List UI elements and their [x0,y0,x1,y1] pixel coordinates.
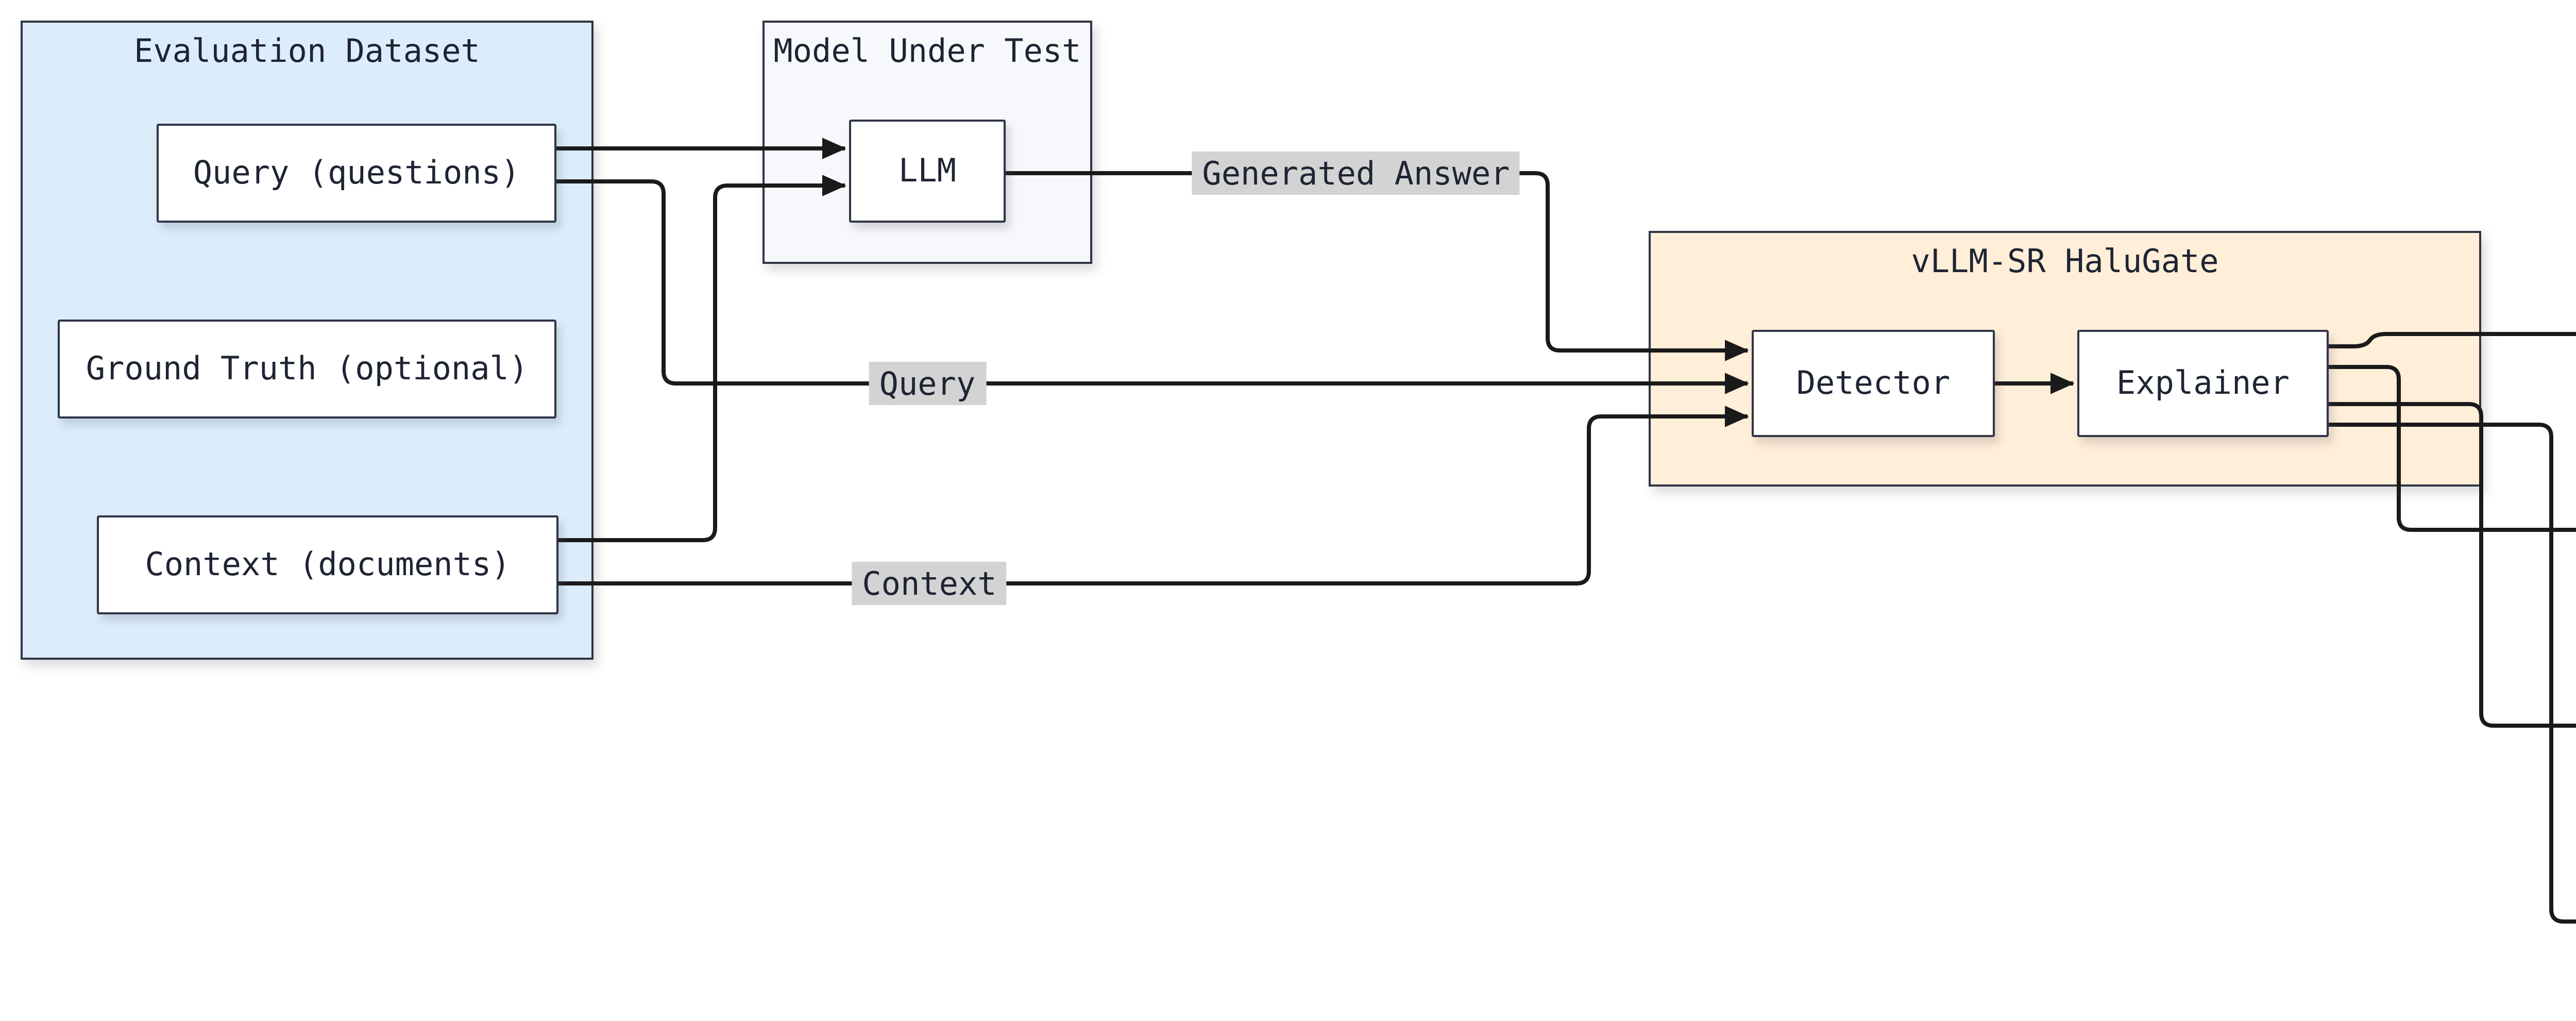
edge-query-to-detector [556,179,1749,394]
edge-llm-to-detector [1006,171,1749,361]
node-context: Context (documents) [97,515,558,614]
edge-label-generated-answer: Generated Answer [1192,152,1520,195]
node-llm: LLM [849,120,1006,223]
edge-explainer-to-hallucination-rate [2329,332,2576,348]
node-query: Query (questions) [157,124,556,223]
edge-explainer-to-contradiction [2329,365,2576,532]
node-explainer: Explainer [2077,330,2329,437]
edge-explainer-to-per-span [2329,423,2576,924]
node-detector: Detector [1752,330,1995,437]
node-ground-truth: Ground Truth (optional) [58,320,556,419]
edge-context-to-detector [558,406,1749,585]
edge-context-to-llm [558,175,846,542]
edge-label-query: Query [869,362,986,405]
group-title-model-under-test: Model Under Test [773,33,1081,70]
group-title-halugate: vLLM-SR HaluGate [1911,243,2219,280]
edge-label-context: Context [852,562,1007,605]
group-title-evaluation-dataset: Evaluation Dataset [134,33,480,70]
edge-explainer-to-neutral [2329,402,2576,728]
